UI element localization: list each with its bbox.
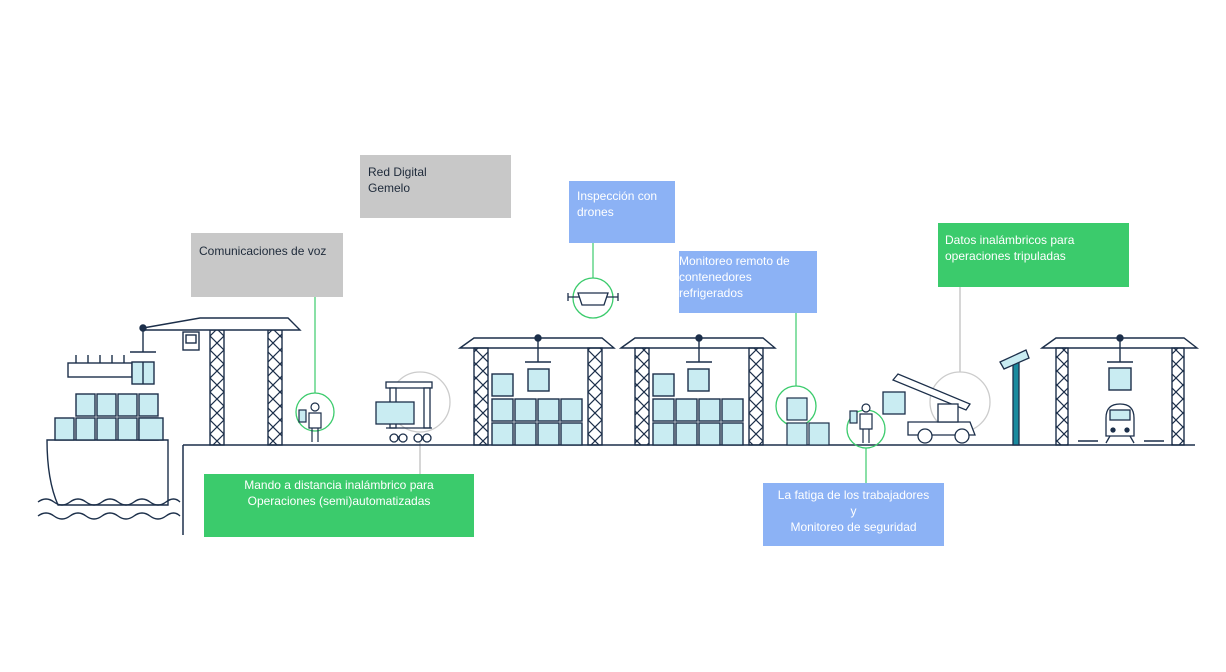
fatiga-line-2: y	[850, 504, 857, 518]
mando-line-2: Operaciones (semi)automatizadas	[247, 494, 431, 508]
ship-crane-icon	[130, 317, 302, 446]
safety-worker-icon	[846, 403, 886, 449]
ship-icon	[37, 355, 181, 520]
rtg-crane-icon	[375, 371, 451, 443]
mando-line-1: Mando a distancia inalámbrico para	[244, 478, 434, 492]
voice-worker-icon	[295, 392, 335, 442]
reefer-container-icon	[775, 385, 830, 446]
gantry-crane-icon	[457, 334, 616, 446]
train-icon	[1105, 403, 1135, 444]
fatiga-line-1: La fatiga de los trabajadores	[777, 488, 930, 502]
label-red-digital-gemelo: Red Digital Gemelo	[360, 155, 511, 218]
fatiga-line-3: Monitoreo de seguridad	[790, 520, 917, 534]
comunicaciones-text: Comunicaciones de voz	[199, 244, 327, 258]
inspeccion-line-2: drones	[577, 205, 614, 219]
inspeccion-line-1: Inspección con	[577, 189, 658, 203]
drone-icon	[567, 277, 619, 319]
camera-pole-icon	[999, 349, 1030, 446]
gantry-crane-icon-2	[618, 334, 777, 446]
label-monitoreo-remoto: Monitoreo remoto de contenedores refrige…	[679, 251, 817, 313]
reach-stacker-icon	[882, 371, 991, 444]
monitoreo-line-2: contenedores refrigerados	[679, 270, 752, 300]
rail-gantry-icon	[1039, 334, 1200, 446]
label-fatiga-seguridad: La fatiga de los trabajadores y Monitore…	[763, 483, 944, 546]
label-inspeccion-drones: Inspección con drones	[569, 181, 675, 243]
connector-lines	[314, 243, 961, 483]
label-datos-inalambricos: Datos inalámbricos para operaciones trip…	[938, 223, 1129, 287]
label-mando-distancia: Mando a distancia inalámbrico para Opera…	[204, 474, 474, 537]
red-digital-line-1: Red Digital	[368, 165, 427, 179]
datos-line-2: operaciones tripuladas	[945, 249, 1066, 263]
red-digital-line-2: Gemelo	[368, 181, 411, 195]
datos-line-1: Datos inalámbricos para	[945, 233, 1075, 247]
label-comunicaciones-de-voz: Comunicaciones de voz	[191, 233, 343, 297]
monitoreo-line-1: Monitoreo remoto de	[679, 254, 790, 268]
